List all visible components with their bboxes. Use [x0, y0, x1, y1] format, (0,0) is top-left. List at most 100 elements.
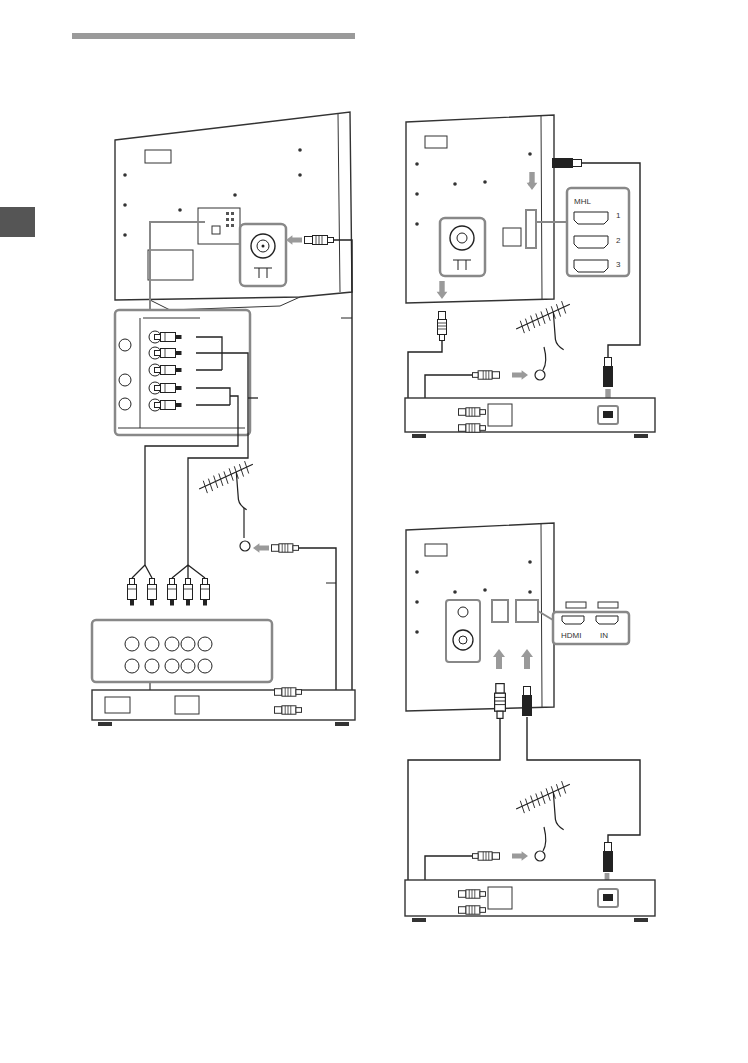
tv-bottom-right-part [566, 602, 586, 608]
antenna-bottom-right-part [472, 852, 499, 860]
jack-inset-part [140, 318, 141, 428]
tv-left-part-part [231, 224, 234, 227]
device-bottom-right-part [598, 889, 618, 907]
tv-left-part-part [298, 173, 302, 177]
av-cables-part [145, 388, 238, 565]
jack-inset-part [118, 428, 245, 429]
tv-bottom-right [406, 523, 629, 711]
device-top-right-part [598, 406, 618, 424]
tv-bottom-right-part [446, 600, 480, 662]
tv-left-part-part [123, 233, 127, 237]
antenna-left-part [243, 508, 244, 538]
coax-cable-part [286, 235, 302, 245]
hdmi-cable-top-part [553, 159, 582, 168]
tv-left-part-part [233, 193, 237, 197]
antenna-top-right-part [472, 371, 499, 379]
antenna-left-part [299, 548, 336, 692]
jack-inset-part [115, 310, 250, 435]
device-left-part-part [198, 637, 212, 651]
cables-bottom-right-part [604, 843, 613, 872]
antenna-top-right-part [543, 347, 546, 370]
device-left-part-part [125, 659, 139, 673]
tv-bottom-right-part [458, 607, 468, 617]
device-left-part [274, 688, 301, 696]
jack-inset-part [119, 339, 131, 351]
port-label: MHL [574, 197, 591, 206]
tv-left-part [198, 208, 240, 244]
antenna-top-right-part [535, 370, 545, 380]
tv-top-right-part [574, 260, 608, 272]
antenna-top-right [425, 301, 570, 412]
rca-plugs-device-part [184, 579, 193, 606]
cables-bottom-right-part [493, 649, 505, 669]
av-cables-part [248, 397, 258, 398]
tv-left-part-part [123, 203, 127, 207]
tv-left-part [148, 250, 193, 280]
device-top-right-part [412, 434, 426, 438]
tv-top-right-part [567, 188, 629, 276]
device-left-part-part [125, 637, 139, 651]
rca-plugs-device-part [201, 579, 210, 606]
device-left-part [335, 722, 349, 726]
device-left-part-part [145, 659, 159, 673]
tv-top-right-part [574, 236, 608, 248]
antenna-bottom-right-part [512, 851, 528, 861]
tv-left-part [145, 150, 171, 163]
tv-left-part [212, 226, 220, 234]
tv-top-right-part [457, 233, 467, 243]
tv-bottom-right-part [538, 611, 553, 620]
section-tab [0, 207, 35, 237]
cables-bottom-right-part [495, 684, 506, 719]
coax-cable-part [341, 318, 352, 319]
av-cables-part [188, 337, 248, 565]
tv-left-part [240, 224, 286, 286]
tv-bottom-right-part [562, 616, 584, 624]
rca-plugs-part [155, 366, 182, 375]
rca-plugs-part [155, 384, 182, 393]
tv-bottom-right-part [553, 612, 629, 644]
port-number: 2 [616, 236, 620, 245]
device-bottom-right [405, 880, 655, 922]
device-bottom-right-part [405, 880, 655, 916]
tv-left-part-part [226, 212, 229, 215]
tv-top-right-part [450, 226, 474, 250]
tv-top-right-part [536, 221, 567, 223]
tv-left-part [257, 240, 269, 252]
device-left-part-part [198, 659, 212, 673]
antenna-left-part [326, 583, 336, 584]
antenna-bottom-right-part [543, 827, 546, 851]
device-top-right-part [458, 424, 485, 432]
port-label: IN [600, 631, 608, 640]
antenna-bottom-right-part [535, 851, 545, 861]
rca-plugs-device-part [168, 579, 177, 606]
tv-bottom-right-part [453, 630, 473, 650]
tv-left-part-part [226, 224, 229, 227]
coax-top-right-part [438, 312, 447, 341]
device-left-part-part [181, 659, 195, 673]
cables-bottom-right-part [527, 717, 640, 846]
device-top-right-part [488, 404, 512, 426]
coax-cable-part [305, 236, 334, 245]
rca-plugs-part [155, 401, 182, 410]
rca-plugs-part [155, 333, 182, 342]
rca-plugs-device-part [128, 579, 137, 606]
tv-left-part-part [226, 218, 229, 221]
jack-inset-part [143, 318, 200, 319]
tv-left [115, 112, 352, 310]
tv-left-part [251, 234, 275, 258]
tv-bottom-right-part [598, 602, 618, 608]
tv-left-part [226, 212, 234, 227]
tv-left-part [338, 114, 340, 292]
device-left-part [274, 706, 301, 714]
device-left-part-part [165, 659, 179, 673]
device-bottom-right-part [412, 918, 426, 922]
antenna-top-right-part [512, 370, 528, 380]
av-cables-part [172, 565, 205, 578]
antenna-left-part [240, 541, 250, 551]
coax-cable [286, 235, 352, 710]
jack-inset-part [119, 374, 131, 386]
hdmi-cable-top-part [582, 163, 640, 362]
tv-top-right-part [440, 218, 485, 276]
hdmi-cable-top-part [604, 358, 613, 387]
tv-bottom-right-part [516, 600, 538, 622]
